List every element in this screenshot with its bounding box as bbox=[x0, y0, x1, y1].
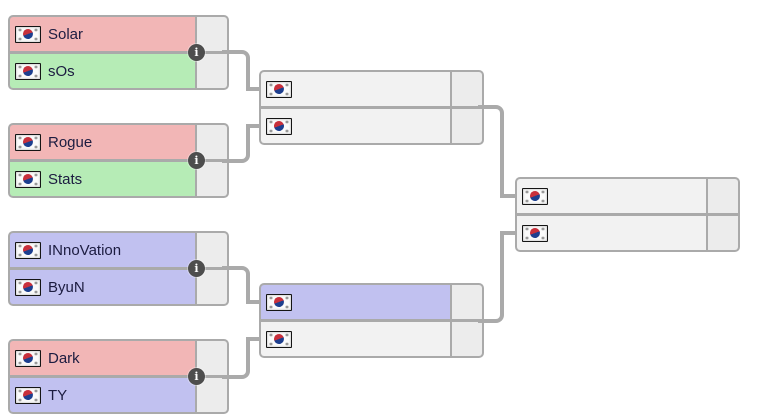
player-name[interactable]: Rogue bbox=[48, 133, 93, 151]
player-slot bbox=[261, 322, 482, 356]
match bbox=[259, 70, 484, 145]
player-slot: ByuN bbox=[10, 270, 227, 304]
bracket-connector bbox=[478, 105, 504, 198]
match-info-icon[interactable]: i bbox=[188, 152, 205, 169]
player-name[interactable]: ByuN bbox=[48, 278, 85, 296]
kr-flag-icon bbox=[522, 187, 548, 205]
player-cell bbox=[261, 322, 450, 356]
player-cell: Solar bbox=[10, 17, 195, 51]
bracket-connector bbox=[500, 194, 517, 198]
kr-flag-icon bbox=[266, 330, 292, 348]
player-cell: Stats bbox=[10, 162, 195, 196]
match bbox=[259, 283, 484, 358]
bracket-connector bbox=[222, 337, 250, 379]
player-cell: Dark bbox=[10, 341, 195, 375]
kr-flag-icon bbox=[15, 241, 41, 259]
score-cell bbox=[708, 216, 738, 250]
bracket-connector bbox=[500, 231, 517, 235]
player-name[interactable]: Solar bbox=[48, 25, 84, 43]
player-name[interactable]: TY bbox=[48, 386, 68, 404]
kr-flag-icon bbox=[266, 117, 292, 135]
player-cell: INnoVation bbox=[10, 233, 195, 267]
match-info-icon[interactable]: i bbox=[188, 44, 205, 61]
bracket-connector bbox=[246, 300, 261, 304]
kr-flag-icon bbox=[266, 80, 292, 98]
score-cell bbox=[708, 179, 738, 213]
player-slot: Dark bbox=[10, 341, 227, 375]
player-slot bbox=[261, 72, 482, 106]
player-cell: TY bbox=[10, 378, 195, 412]
player-slot: TY bbox=[10, 378, 227, 412]
kr-flag-icon bbox=[15, 170, 41, 188]
player-slot bbox=[517, 216, 738, 250]
player-slot bbox=[261, 109, 482, 143]
bracket-connector bbox=[222, 266, 250, 304]
bracket-connector bbox=[222, 50, 250, 91]
player-cell bbox=[517, 216, 706, 250]
score-cell bbox=[452, 109, 482, 143]
player-cell bbox=[517, 179, 706, 213]
player-slot: Solar bbox=[10, 17, 227, 51]
kr-flag-icon bbox=[15, 25, 41, 43]
kr-flag-icon bbox=[15, 62, 41, 80]
player-cell: Rogue bbox=[10, 125, 195, 159]
player-name[interactable]: INnoVation bbox=[48, 241, 122, 259]
kr-flag-icon bbox=[15, 386, 41, 404]
score-cell bbox=[452, 285, 482, 319]
kr-flag-icon bbox=[15, 349, 41, 367]
player-slot bbox=[261, 285, 482, 319]
player-name[interactable]: Stats bbox=[48, 170, 83, 188]
bracket-connector bbox=[478, 231, 504, 323]
score-cell bbox=[452, 322, 482, 356]
player-cell: ByuN bbox=[10, 270, 195, 304]
player-cell: sOs bbox=[10, 54, 195, 88]
score-cell bbox=[452, 72, 482, 106]
match: Solar sOs bbox=[8, 15, 229, 90]
match-info-icon[interactable]: i bbox=[188, 368, 205, 385]
player-slot bbox=[517, 179, 738, 213]
player-cell bbox=[261, 285, 450, 319]
bracket-connector bbox=[246, 124, 261, 128]
bracket-connector bbox=[246, 337, 261, 341]
player-cell bbox=[261, 72, 450, 106]
player-name[interactable]: sOs bbox=[48, 62, 75, 80]
player-slot: Stats bbox=[10, 162, 227, 196]
kr-flag-icon bbox=[15, 133, 41, 151]
score-cell bbox=[197, 162, 227, 196]
match-info-icon[interactable]: i bbox=[188, 260, 205, 277]
bracket-connector bbox=[222, 124, 250, 163]
player-slot: sOs bbox=[10, 54, 227, 88]
bracket-connector bbox=[246, 87, 261, 91]
match: Dark TY bbox=[8, 339, 229, 414]
player-name[interactable]: Dark bbox=[48, 349, 80, 367]
kr-flag-icon bbox=[266, 293, 292, 311]
score-cell bbox=[197, 54, 227, 88]
match bbox=[515, 177, 740, 252]
player-cell bbox=[261, 109, 450, 143]
kr-flag-icon bbox=[15, 278, 41, 296]
kr-flag-icon bbox=[522, 224, 548, 242]
score-cell bbox=[197, 378, 227, 412]
